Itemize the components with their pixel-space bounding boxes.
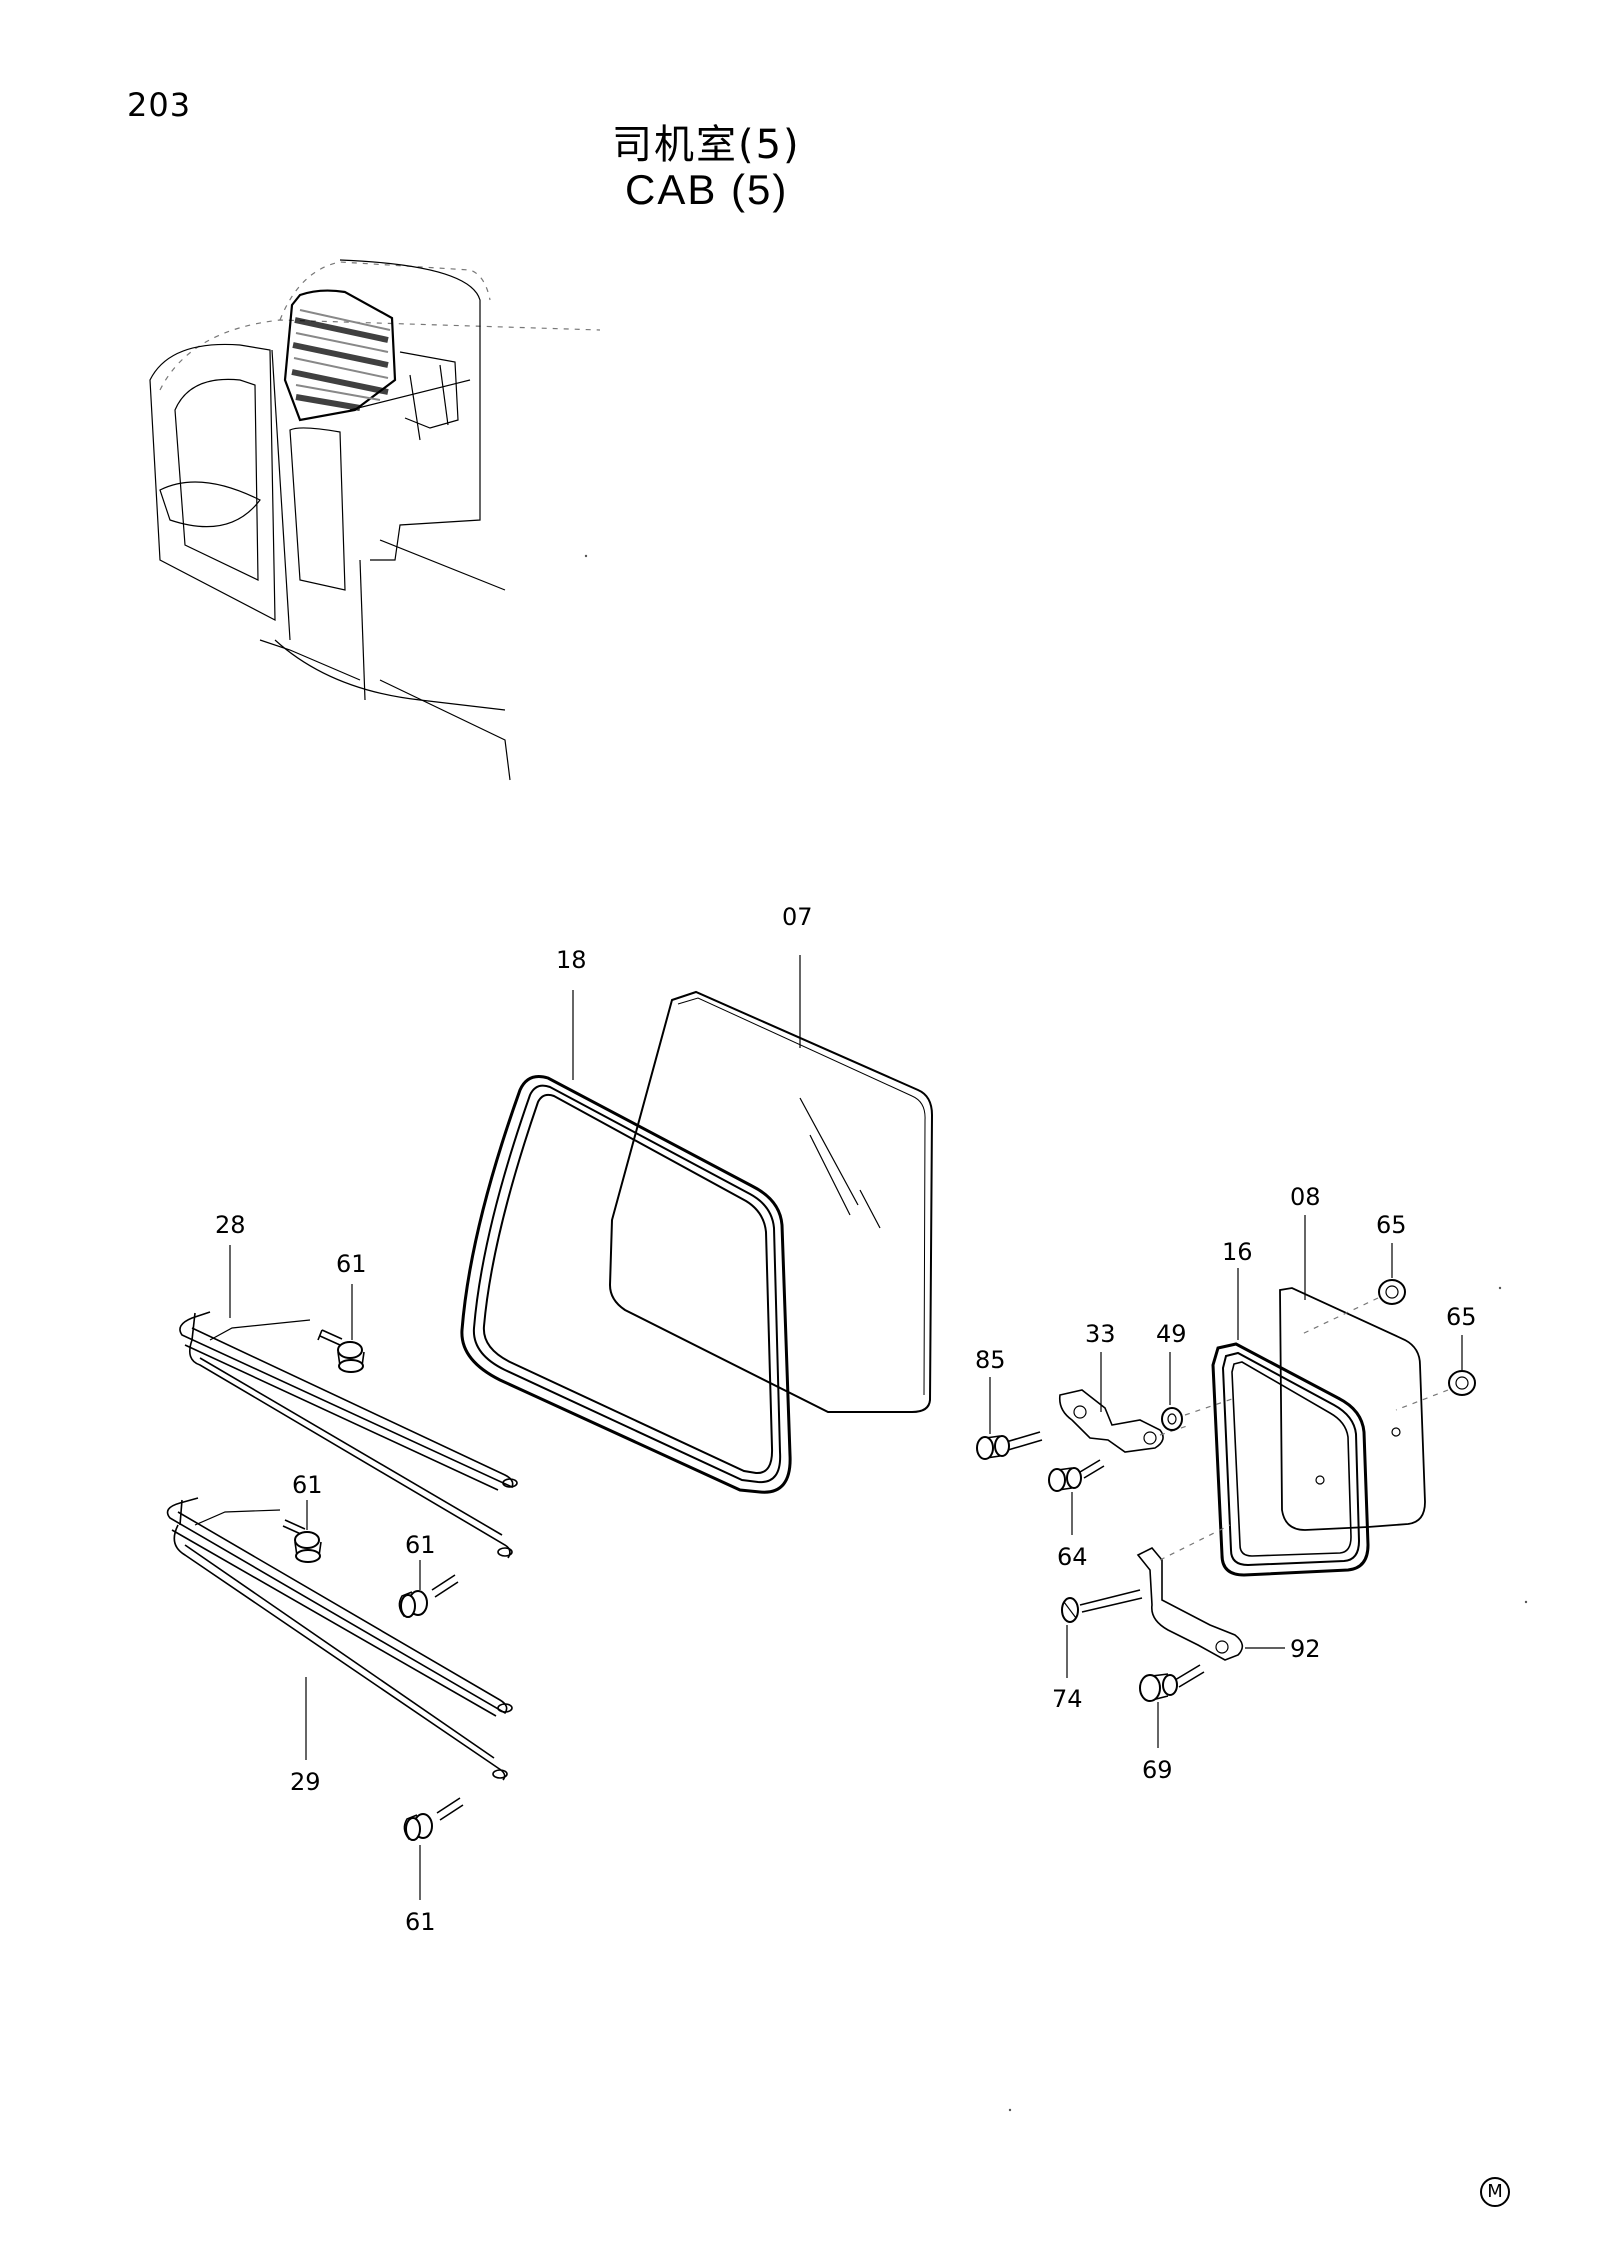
callout-65-b: 65: [1446, 1303, 1477, 1331]
callout-61-d: 61: [405, 1908, 436, 1936]
cab-overview-sketch: [149, 259, 601, 781]
bolt-69: [1139, 1664, 1205, 1702]
page-number: 203: [127, 86, 192, 124]
washer-49: [1161, 1397, 1236, 1431]
glass-07: [608, 990, 934, 1413]
callout-69: 69: [1142, 1756, 1173, 1784]
callout-49: 49: [1156, 1320, 1187, 1348]
speck: [584, 554, 588, 558]
nut-65-a: [1299, 1279, 1406, 1336]
callout-92: 92: [1290, 1635, 1321, 1663]
bolt-61-c: [398, 1574, 459, 1618]
title-english: CAB (5): [625, 166, 789, 213]
callout-29: 29: [290, 1768, 321, 1796]
bolt-61-a: [317, 1329, 365, 1373]
speck: [1498, 1286, 1502, 1290]
nut-65-b: [1395, 1370, 1476, 1411]
screw-74: [1061, 1589, 1143, 1623]
callout-74: 74: [1052, 1685, 1083, 1713]
speck: [1524, 1600, 1528, 1604]
callout-08: 08: [1290, 1183, 1321, 1211]
callout-65-a: 65: [1376, 1211, 1407, 1239]
weatherstrip-18: [460, 1075, 792, 1494]
callout-18: 18: [556, 946, 587, 974]
corner-mark: M: [1480, 2177, 1510, 2207]
rod-28: [179, 1311, 518, 1559]
bolt-61-d: [403, 1797, 464, 1841]
bolt-61-b: [282, 1519, 322, 1563]
callout-33: 33: [1085, 1320, 1116, 1348]
callout-85: 85: [975, 1346, 1006, 1374]
bracket-92: [1136, 1524, 1244, 1661]
rod-29: [166, 1497, 513, 1781]
title-chinese: 司机室(5): [612, 122, 801, 168]
callout-61-a: 61: [336, 1250, 367, 1278]
callout-61-b: 61: [292, 1471, 323, 1499]
callout-64: 64: [1057, 1543, 1088, 1571]
callout-61-c: 61: [405, 1531, 436, 1559]
callout-28: 28: [215, 1211, 246, 1239]
seal-16: [1211, 1342, 1370, 1577]
plate-08: [1279, 1287, 1426, 1531]
callout-16: 16: [1222, 1238, 1253, 1266]
bolt-85: [976, 1431, 1043, 1460]
callout-07: 07: [782, 903, 813, 931]
speck: [1008, 2108, 1012, 2112]
bolt-64: [1048, 1459, 1105, 1492]
